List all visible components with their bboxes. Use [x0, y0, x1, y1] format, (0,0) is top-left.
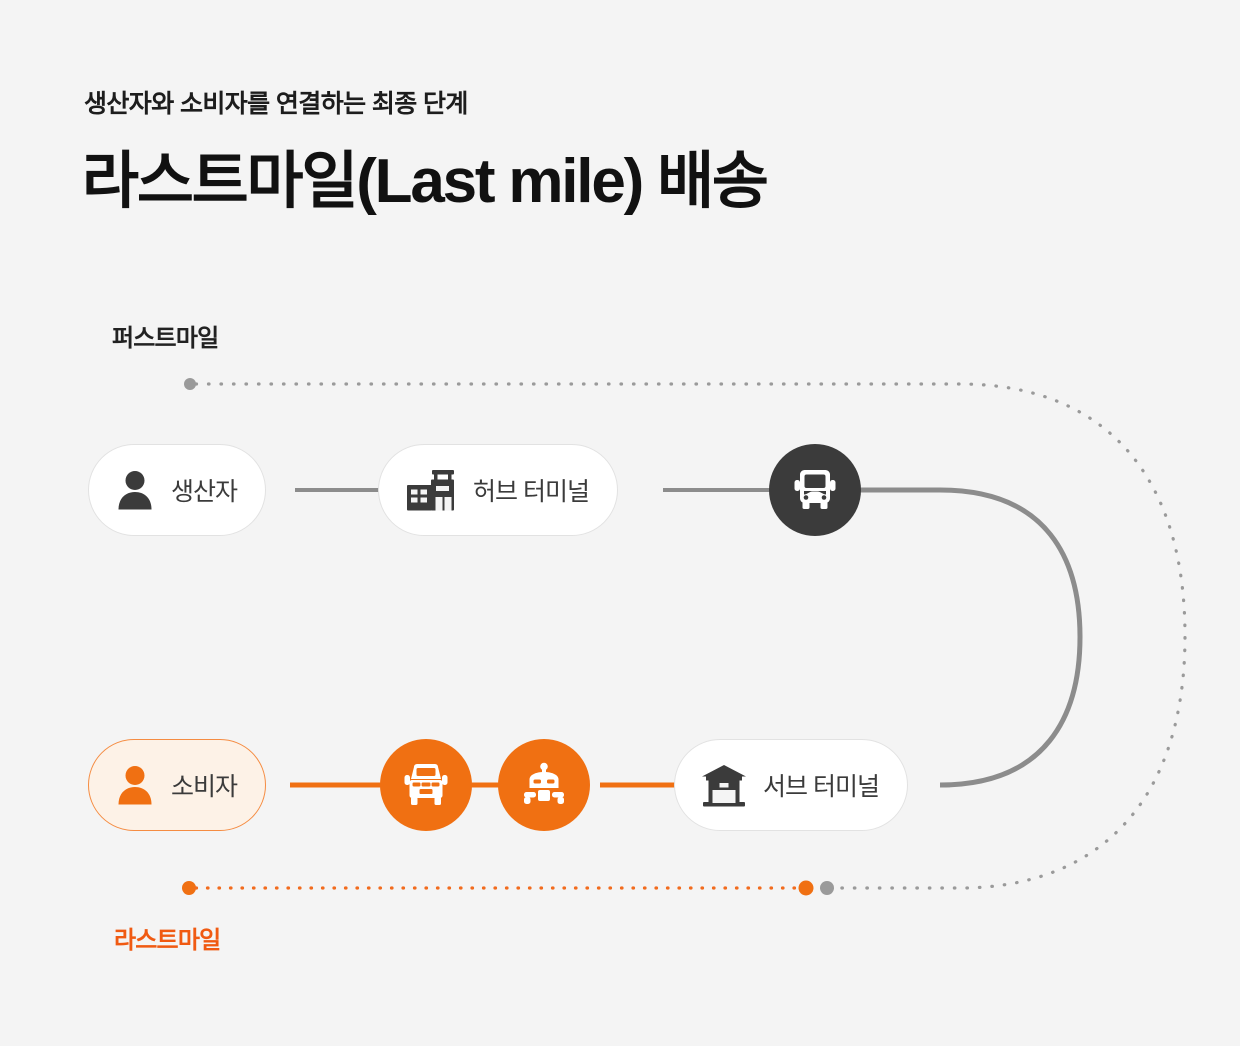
- last-mile-dotted-track: [182, 880, 814, 896]
- robot-icon: [521, 762, 567, 808]
- first-mile-label: 퍼스트마일: [112, 325, 219, 352]
- page-title: 라스트마일(Last mile) 배송: [82, 147, 769, 216]
- node-sub-terminal-label: 서브 터미널: [763, 773, 880, 801]
- person-icon: [115, 763, 155, 807]
- factory-icon: [405, 467, 457, 513]
- first-mile-dotted-track: [184, 378, 1187, 895]
- eyebrow-text: 생산자와 소비자를 연결하는 최종 단계: [84, 90, 468, 118]
- bus-icon: [791, 467, 839, 513]
- last-mile-label: 라스트마일: [114, 927, 221, 954]
- node-delivery-truck[interactable]: [380, 739, 472, 831]
- link-bus-subhub: [858, 487, 1083, 788]
- person-icon: [115, 468, 155, 512]
- node-producer-label: 생산자: [171, 478, 238, 506]
- node-hub-terminal[interactable]: 허브 터미널: [378, 444, 618, 536]
- storefront-icon: [701, 763, 747, 807]
- truck-icon: [402, 762, 450, 808]
- node-producer[interactable]: 생산자: [88, 444, 267, 536]
- node-hub-terminal-label: 허브 터미널: [473, 478, 590, 506]
- node-delivery-robot[interactable]: [498, 739, 590, 831]
- node-line-haul-bus[interactable]: [769, 444, 861, 536]
- node-sub-terminal[interactable]: 서브 터미널: [674, 739, 908, 831]
- node-consumer-label: 소비자: [171, 773, 238, 801]
- node-consumer[interactable]: 소비자: [88, 739, 267, 831]
